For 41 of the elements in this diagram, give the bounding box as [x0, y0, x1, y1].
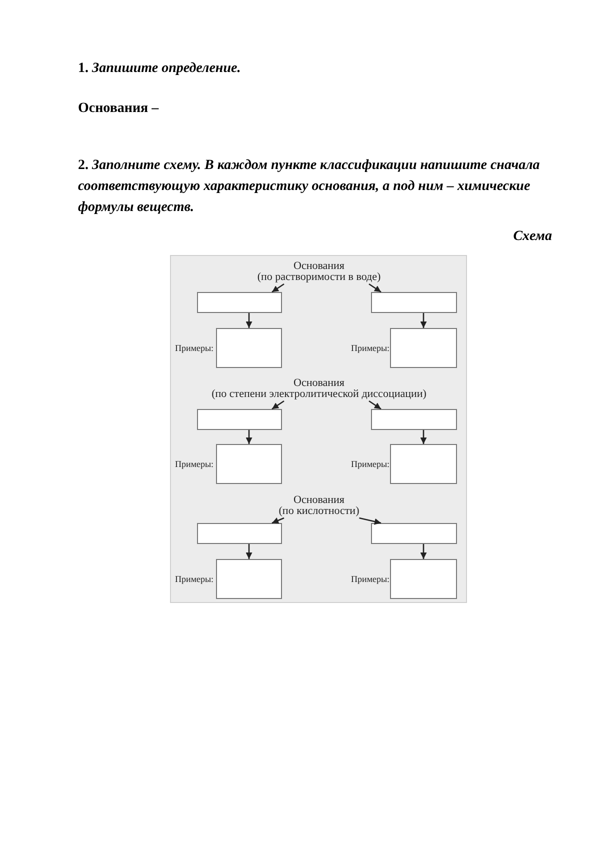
arrow	[246, 544, 252, 559]
answer-box	[371, 292, 457, 313]
answer-box	[371, 409, 457, 430]
arrow	[359, 517, 382, 525]
task-instruction: 2. Заполните схему. В каждом пункте классификации напишите сначала соответствующую характеристику основания, а под ним – химические формулы веществ.	[78, 157, 541, 217]
answer-box	[197, 523, 282, 544]
arrow	[246, 313, 252, 328]
examples-label: Примеры:	[175, 459, 214, 469]
category-heading: Основания	[292, 378, 346, 389]
examples-label: Примеры:	[351, 343, 390, 353]
arrow	[272, 400, 284, 410]
category-criterion: (по кислотности)	[278, 506, 360, 517]
category-heading: Основания	[292, 261, 346, 272]
answer-box	[197, 409, 282, 430]
arrow	[420, 430, 427, 444]
examples-label: Примеры:	[175, 574, 214, 584]
category-criterion: (по степени электролитической диссоциации)	[212, 389, 426, 400]
answer-box	[216, 444, 282, 484]
category-criterion: (по растворимости в воде)	[257, 272, 381, 283]
arrow	[272, 517, 284, 524]
answer-box	[371, 523, 457, 544]
arrow	[420, 313, 427, 328]
arrow	[368, 283, 382, 293]
answer-box	[216, 328, 282, 368]
examples-label: Примеры:	[351, 459, 390, 469]
answer-box	[390, 559, 457, 599]
scheme-caption: Схема	[513, 228, 552, 246]
answer-box	[390, 444, 457, 484]
scheme-panel	[170, 255, 467, 603]
examples-label: Примеры:	[175, 343, 214, 353]
answer-box	[197, 292, 282, 313]
task-heading: 1. Запишите определение.	[78, 60, 242, 78]
category-heading: Основания	[292, 495, 346, 506]
definition-prompt: Основания –	[78, 100, 160, 118]
arrow	[420, 544, 427, 559]
examples-label: Примеры:	[351, 574, 390, 584]
arrow	[368, 400, 382, 410]
arrow	[272, 283, 284, 293]
answer-box	[216, 559, 282, 599]
answer-box	[390, 328, 457, 368]
arrow	[246, 430, 252, 444]
